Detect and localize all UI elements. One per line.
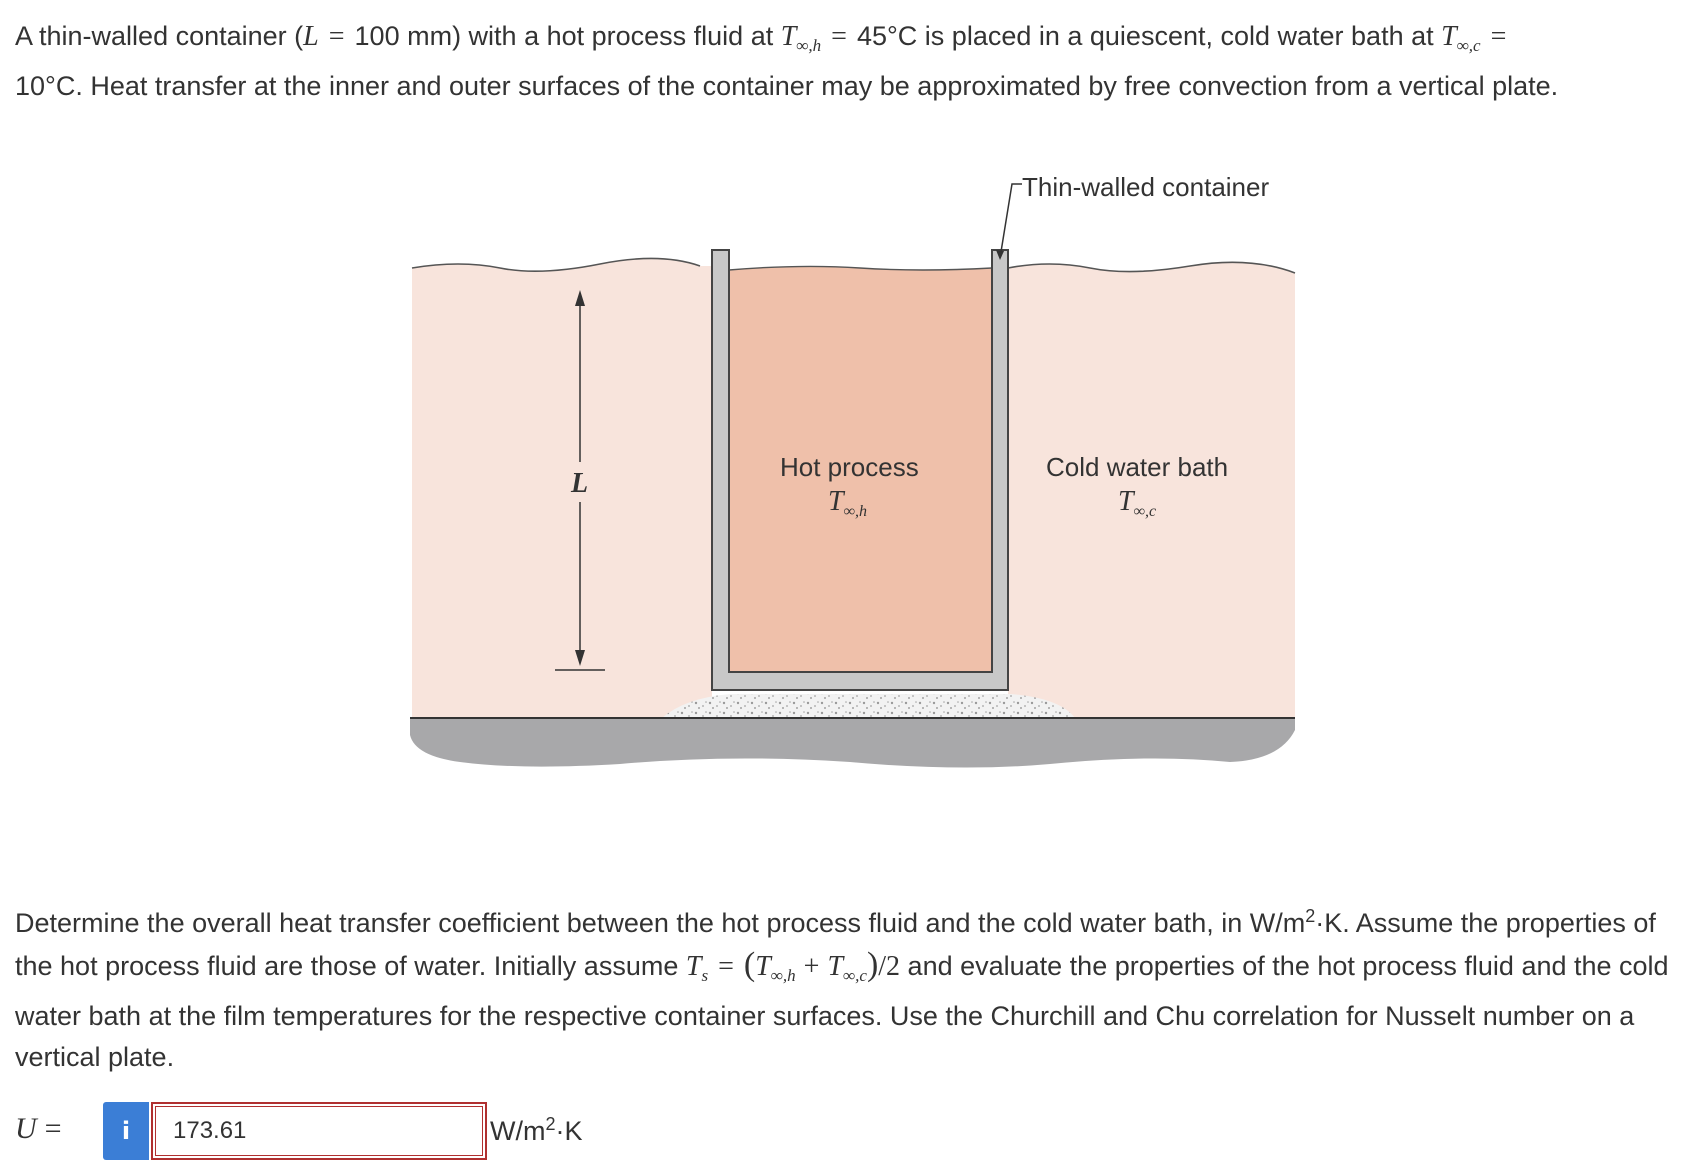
cold-subscript: ∞,c	[843, 966, 867, 985]
equals-sign: =	[328, 21, 345, 52]
question-part-3: and evaluate the properties of the hot p…	[15, 951, 1669, 1072]
intro-line-2: 10°C. Heat transfer at the inner and out…	[15, 71, 1559, 101]
divide-by-two: /2	[878, 951, 901, 982]
hot-temp-symbol: T	[828, 486, 844, 517]
cold-bath-label: Cold water bath	[1046, 452, 1229, 482]
unit-sup: 2	[545, 1114, 556, 1134]
problem-intro: A thin-walled container (L = 100 mm) with …	[15, 16, 1675, 107]
left-paren: (	[743, 946, 756, 983]
answer-unit: W/m2·K	[490, 1114, 583, 1147]
unit-superscript: 2	[1305, 906, 1316, 926]
hot-temp-value: 45°C is placed in a quiescent, cold wate…	[856, 21, 1442, 51]
question-part-2: ·K. Assume the properties of the hot pro…	[15, 908, 1656, 981]
hot-subscript: ∞,h	[796, 36, 822, 55]
unit-tail: ·K	[555, 1116, 583, 1146]
answer-symbol: U	[15, 1112, 37, 1145]
diagram-graphic	[410, 183, 1296, 768]
cold-temp-symbol: T	[827, 951, 844, 982]
cold-water-bath	[412, 258, 712, 718]
question-part-1: Determine the overall heat transfer coef…	[15, 908, 1306, 938]
ground	[410, 718, 1295, 768]
container-diagram: Thin-walled container Hot process T∞,h C…	[400, 150, 1320, 790]
container-wall	[711, 249, 1009, 691]
cold-subscript: ∞,c	[1456, 36, 1481, 55]
hot-process-label: Hot process	[780, 452, 919, 482]
cold-temp-subscript: ∞,c	[1133, 503, 1157, 520]
equals-sign: =	[718, 951, 734, 982]
cold-temp-label: T∞,c	[1118, 486, 1156, 521]
answer-label: U=	[15, 1112, 62, 1146]
info-icon[interactable]: i	[103, 1102, 149, 1160]
equals-sign: =	[1490, 21, 1507, 52]
question-text: Determine the overall heat transfer coef…	[15, 896, 1675, 1078]
container-label: Thin-walled container	[1022, 172, 1270, 202]
hot-subscript: ∞,h	[770, 966, 796, 985]
unit-base: W/m	[490, 1116, 546, 1146]
surface-temp-symbol: T	[685, 951, 702, 982]
length-symbol: L	[303, 21, 319, 52]
hot-temp-subscript: ∞,h	[843, 503, 867, 520]
length-dimension-label: L	[571, 468, 589, 499]
hot-temp-label: T∞,h	[828, 486, 867, 521]
temp-symbol-hot: T	[780, 21, 797, 52]
equals-sign: =	[831, 21, 847, 52]
plus-sign: +	[803, 951, 820, 982]
length-value: 100 mm) with a hot process fluid at	[354, 21, 781, 51]
cold-temp-symbol: T	[1118, 486, 1134, 517]
gravel-bed	[662, 694, 1075, 718]
intro-text: A thin-walled container (	[15, 21, 304, 51]
surface-subscript: s	[701, 966, 709, 985]
right-paren: )	[866, 946, 879, 983]
answer-input[interactable]	[151, 1102, 487, 1160]
hot-temp-symbol: T	[755, 951, 771, 982]
cold-water-bath-right	[1008, 262, 1295, 718]
answer-equals: =	[44, 1112, 62, 1145]
temp-symbol-cold: T	[1441, 21, 1457, 52]
hot-process-fluid	[729, 266, 992, 672]
